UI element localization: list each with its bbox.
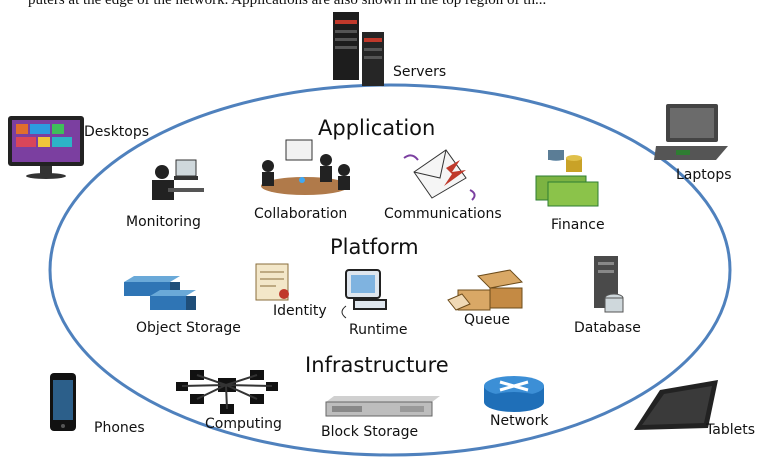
label-block-storage: Block Storage bbox=[321, 424, 419, 440]
label-phones: Phones bbox=[94, 420, 145, 436]
section-application: Application bbox=[318, 116, 436, 140]
database-icon bbox=[594, 256, 624, 313]
label-queue: Queue bbox=[464, 312, 510, 328]
servers-icon bbox=[333, 12, 384, 86]
cloud-ellipse bbox=[48, 83, 732, 457]
label-finance: Finance bbox=[551, 217, 605, 233]
label-object-storage: Object Storage bbox=[136, 320, 241, 336]
label-monitoring: Monitoring bbox=[126, 214, 201, 230]
caption-text: puters at the edge of the network. Appli… bbox=[28, 0, 547, 8]
label-communications: Communications bbox=[384, 206, 502, 222]
section-infrastructure: Infrastructure bbox=[305, 353, 449, 377]
phone-icon bbox=[50, 373, 76, 431]
label-collaboration: Collaboration bbox=[254, 206, 348, 222]
finance-icon bbox=[535, 150, 599, 207]
label-tablets: Tablets bbox=[706, 422, 755, 438]
label-network: Network bbox=[490, 413, 549, 429]
computing-icon bbox=[176, 370, 278, 414]
laptop-icon bbox=[654, 104, 728, 160]
label-desktops: Desktops bbox=[84, 124, 150, 140]
communications-icon bbox=[403, 149, 476, 201]
monitoring-icon bbox=[152, 159, 204, 200]
queue-icon bbox=[447, 269, 524, 311]
collaboration-icon bbox=[261, 139, 350, 195]
label-laptops: Laptops bbox=[676, 167, 732, 183]
runtime-icon bbox=[341, 269, 387, 319]
identity-icon bbox=[255, 263, 289, 301]
label-runtime: Runtime bbox=[349, 322, 408, 338]
tablet-icon bbox=[634, 380, 718, 430]
section-platform: Platform bbox=[330, 235, 419, 259]
label-servers: Servers bbox=[393, 64, 447, 80]
block-storage-icon bbox=[325, 396, 440, 417]
label-database: Database bbox=[574, 320, 641, 336]
desktop-icon bbox=[8, 116, 84, 179]
object-storage-icon bbox=[124, 276, 196, 310]
network-icon bbox=[484, 376, 544, 412]
label-identity: Identity bbox=[273, 303, 327, 319]
label-computing: Computing bbox=[205, 416, 282, 432]
